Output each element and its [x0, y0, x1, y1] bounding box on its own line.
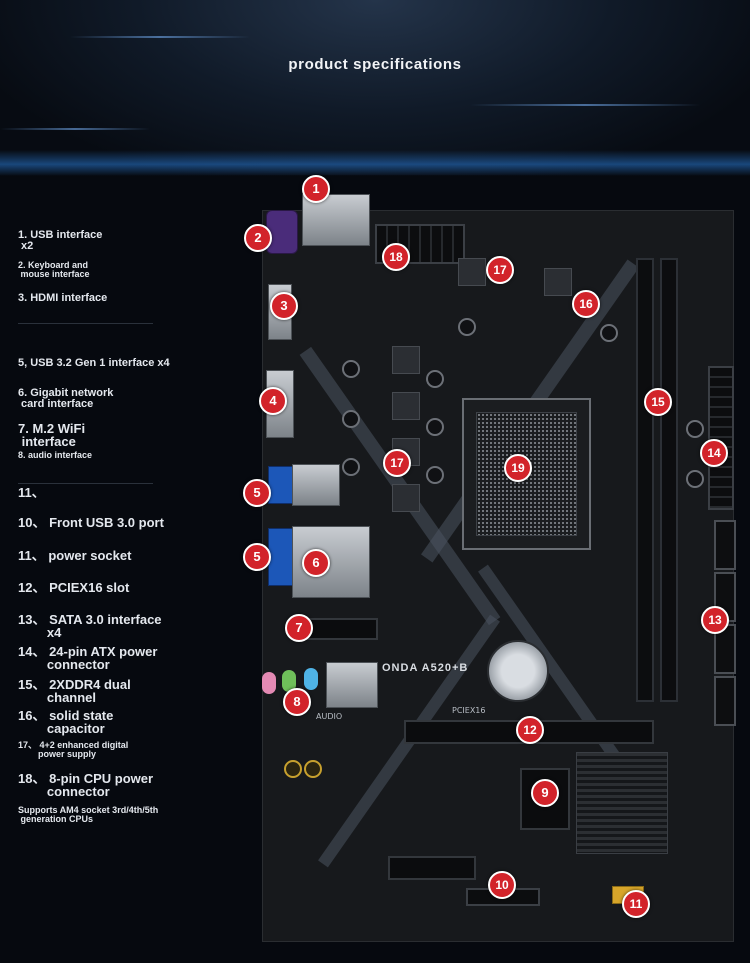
callout-marker: 19 [504, 454, 532, 482]
spec-item: 6. Gigabit network card interface [18, 387, 114, 410]
capacitor [426, 418, 444, 436]
callout-marker: 17 [383, 449, 411, 477]
chipset-heatsink [576, 752, 668, 854]
m2-wifi-slot [302, 618, 378, 640]
light-streak [0, 128, 150, 130]
spec-item: 5, USB 3.2 Gen 1 interface x4 [18, 357, 170, 369]
spec-item: 15、 2XDDR4 dual channel [18, 677, 131, 705]
callout-marker: 4 [259, 387, 287, 415]
callout-marker: 17 [486, 256, 514, 284]
callout-marker: 10 [488, 871, 516, 899]
spec-item: 16、 solid state capacitor [18, 708, 114, 736]
board-model: ONDA A520+B [382, 662, 468, 674]
callout-marker: 14 [700, 439, 728, 467]
light-streak [470, 104, 700, 106]
capacitor [686, 470, 704, 488]
callout-marker: 16 [572, 290, 600, 318]
capacitor [600, 324, 618, 342]
power-choke [392, 484, 420, 512]
callout-marker: 7 [285, 614, 313, 642]
spec-item: 12、 PCIEX16 slot [18, 580, 130, 595]
board-brand: ONDA [382, 662, 418, 674]
callout-marker: 13 [701, 606, 729, 634]
spec-item: 11、 power socket [18, 548, 132, 563]
callout-marker: 1 [302, 175, 330, 203]
callout-marker: 2 [244, 224, 272, 252]
capacitor [426, 370, 444, 388]
capacitor [342, 458, 360, 476]
audio-jack-blue [304, 668, 318, 690]
blue-glow-band [0, 150, 750, 176]
capacitor [342, 360, 360, 378]
callout-marker: 12 [516, 716, 544, 744]
callout-marker: 18 [382, 243, 410, 271]
power-choke [392, 392, 420, 420]
header-banner: product specifications [0, 0, 750, 175]
light-streak [70, 36, 250, 38]
spec-item: 8. audio interface [18, 450, 93, 460]
audio-housing [326, 662, 378, 708]
cmos-battery [487, 640, 549, 702]
power-choke [392, 346, 420, 374]
usb3-port-pair [268, 528, 294, 586]
audio-silkscreen: AUDIO [316, 712, 343, 721]
spec-item: 2. Keyboard and mouse interface [18, 260, 90, 279]
callout-marker: 15 [644, 388, 672, 416]
spec-item: 3. HDMI interface [18, 292, 108, 304]
audio-jack-green [282, 670, 296, 692]
callout-marker: 11 [622, 890, 650, 918]
capacitor [342, 410, 360, 428]
spec-item: 14、 24-pin ATX power connector [18, 644, 158, 672]
callout-marker: 6 [302, 549, 330, 577]
spec-item: 11、 [18, 485, 45, 500]
audio-capacitor [284, 760, 302, 778]
spec-divider [18, 323, 153, 324]
callout-marker: 5 [243, 479, 271, 507]
callout-marker: 5 [243, 543, 271, 571]
dimm-slot [636, 258, 654, 702]
page-title: product specifications [288, 56, 462, 73]
spec-item: Supports AM4 socket 3rd/4th/5th generati… [18, 805, 159, 824]
capacitor [458, 318, 476, 336]
callout-marker: 8 [283, 688, 311, 716]
spec-item: 18、 8-pin CPU power connector [18, 771, 154, 799]
spec-item: 10、 Front USB 3.0 port [18, 515, 164, 530]
sata-port [714, 520, 736, 570]
callout-marker: 9 [531, 779, 559, 807]
audio-capacitor [304, 760, 322, 778]
spec-item: 13、 SATA 3.0 interface x4 [18, 612, 162, 640]
capacitor [426, 466, 444, 484]
spec-item: 17、 4+2 enhanced digital power supply [18, 740, 129, 759]
usb3-port-pair [268, 466, 294, 504]
power-choke [544, 268, 572, 296]
spec-divider [18, 483, 153, 484]
spec-list: 1. USB interface x2 2. Keyboard and mouse… [0, 0, 240, 963]
spec-item: 1. USB interface x2 [18, 229, 103, 252]
callout-marker: 3 [270, 292, 298, 320]
usb-housing [292, 464, 340, 506]
audio-jack-pink [262, 672, 276, 694]
board-model-text: A520+B [421, 662, 469, 674]
sata-port [714, 676, 736, 726]
power-choke [458, 258, 486, 286]
spec-item: 7. M.2 WiFi interface [18, 421, 86, 449]
capacitor [686, 420, 704, 438]
atx-power-connector [708, 366, 734, 510]
pcie-silkscreen: PCIEX16 [452, 706, 486, 715]
dimm-slot [660, 258, 678, 702]
pcie-x1-slot [388, 856, 476, 880]
